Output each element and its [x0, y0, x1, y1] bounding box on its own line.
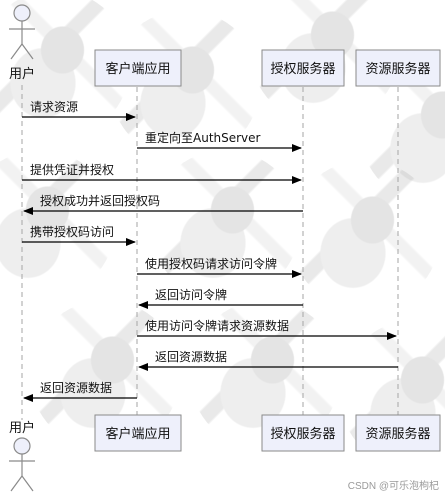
message-label: 重定向至AuthServer [145, 130, 261, 145]
message-7: 返回访问令牌 [138, 287, 303, 309]
message-3: 提供凭证并授权 [22, 162, 302, 184]
participant-resource-bottom: 资源服务器 [355, 414, 441, 452]
message-label: 携带授权码访问 [30, 224, 114, 239]
message-5: 携带授权码访问 [22, 224, 136, 246]
actor-user-top: 用户 [9, 4, 35, 82]
message-label: 提供凭证并授权 [30, 162, 114, 177]
watermark-pattern [0, 150, 115, 300]
watermark-pattern [150, 150, 300, 300]
participant-auth-top: 授权服务器 [261, 49, 345, 87]
participant-auth-bottom: 授权服务器 [261, 414, 345, 452]
participant-label-auth: 授权服务器 [270, 61, 335, 77]
participant-label-client: 客户端应用 [105, 61, 170, 77]
message-4: 授权成功并返回授权码 [23, 193, 303, 215]
message-9: 返回资源数据 [138, 349, 398, 371]
message-8: 使用访问令牌请求资源数据 [137, 318, 397, 340]
message-label: 请求资源 [30, 100, 78, 114]
message-2: 重定向至AuthServer [137, 130, 302, 152]
stick-figure-icon [9, 437, 35, 492]
participant-label-resource: 资源服务器 [365, 426, 430, 442]
participant-label-resource: 资源服务器 [365, 61, 430, 77]
message-1: 请求资源 [22, 100, 136, 121]
message-label: 返回资源数据 [40, 380, 112, 395]
participant-label-user: 用户 [9, 66, 35, 82]
message-6: 使用授权码请求访问令牌 [137, 256, 302, 278]
message-label: 使用授权码请求访问令牌 [145, 256, 277, 271]
stick-figure-icon [9, 4, 35, 60]
message-10: 返回资源数据 [23, 380, 137, 402]
participant-resource-top: 资源服务器 [355, 49, 441, 87]
actor-user-bottom: 用户 [9, 420, 35, 492]
message-label: 返回访问令牌 [155, 287, 227, 302]
participant-label-user: 用户 [9, 420, 35, 436]
participant-client-bottom: 客户端应用 [94, 414, 182, 452]
message-label: 返回资源数据 [155, 349, 227, 364]
watermark-pattern [290, 160, 440, 310]
participant-label-client: 客户端应用 [105, 426, 170, 442]
participant-client-top: 客户端应用 [94, 49, 182, 87]
message-label: 授权成功并返回授权码 [40, 193, 160, 208]
participant-label-auth: 授权服务器 [270, 426, 335, 442]
watermark-credit: CSDN @可乐泡枸杞 [347, 481, 439, 492]
message-label: 使用访问令牌请求资源数据 [145, 318, 289, 333]
